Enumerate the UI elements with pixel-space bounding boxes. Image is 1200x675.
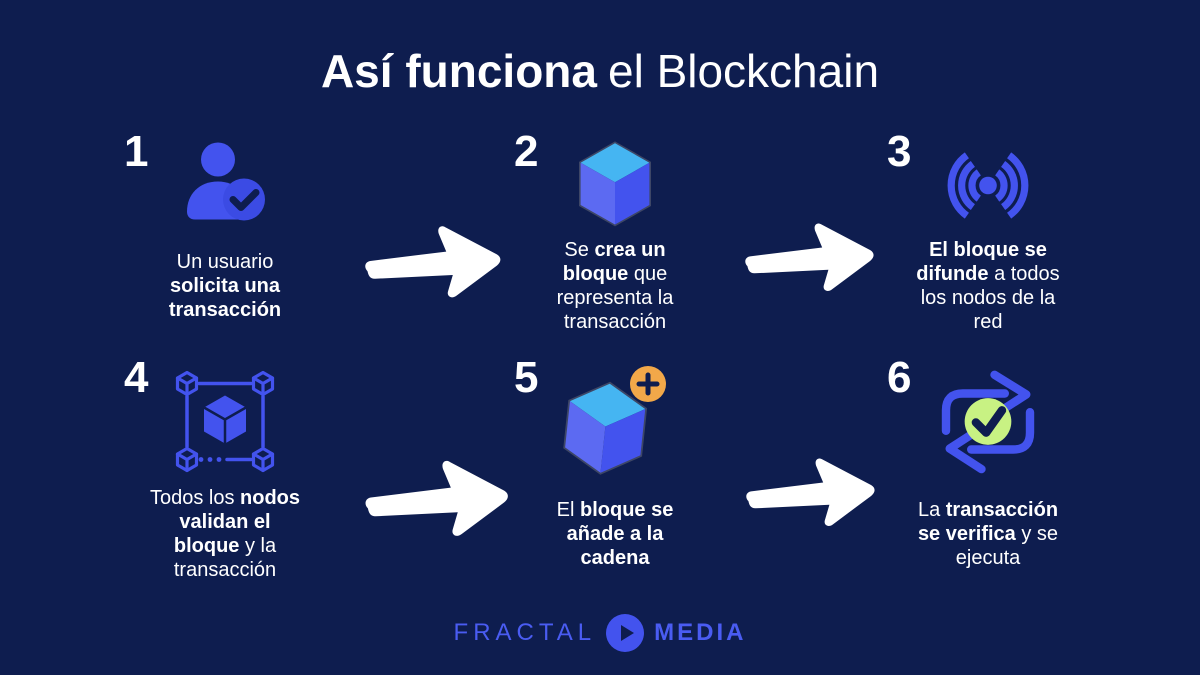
step-number: 6	[887, 353, 912, 402]
cycle-check-icon	[932, 369, 1044, 480]
brand-name-left: FRACTAL	[453, 619, 597, 646]
broadcast-icon	[940, 145, 1036, 232]
play-icon	[606, 614, 645, 652]
step-4: 4	[100, 350, 350, 590]
cube-icon	[575, 138, 655, 239]
nodes-network-icon	[165, 362, 285, 487]
step-number: 1	[124, 127, 149, 176]
user-check-icon	[182, 140, 268, 237]
title-regular: el Blockchain	[607, 45, 880, 97]
arrow-right-icon	[360, 213, 510, 312]
step-number: 5	[514, 353, 539, 402]
step-number: 2	[514, 127, 539, 176]
plus-badge-icon	[630, 366, 666, 402]
arrow-right-icon	[741, 446, 884, 540]
arrow-right-icon	[360, 447, 518, 551]
title-bold: Así funciona	[320, 45, 597, 97]
step-number: 4	[124, 353, 149, 402]
step-number: 3	[887, 127, 912, 176]
arrow-right-icon	[740, 211, 883, 305]
fractal-media-logo: FRACTAL MEDIA	[0, 614, 1200, 652]
brand-name-right: MEDIA	[654, 619, 747, 646]
cube-plus-icon	[559, 365, 671, 483]
